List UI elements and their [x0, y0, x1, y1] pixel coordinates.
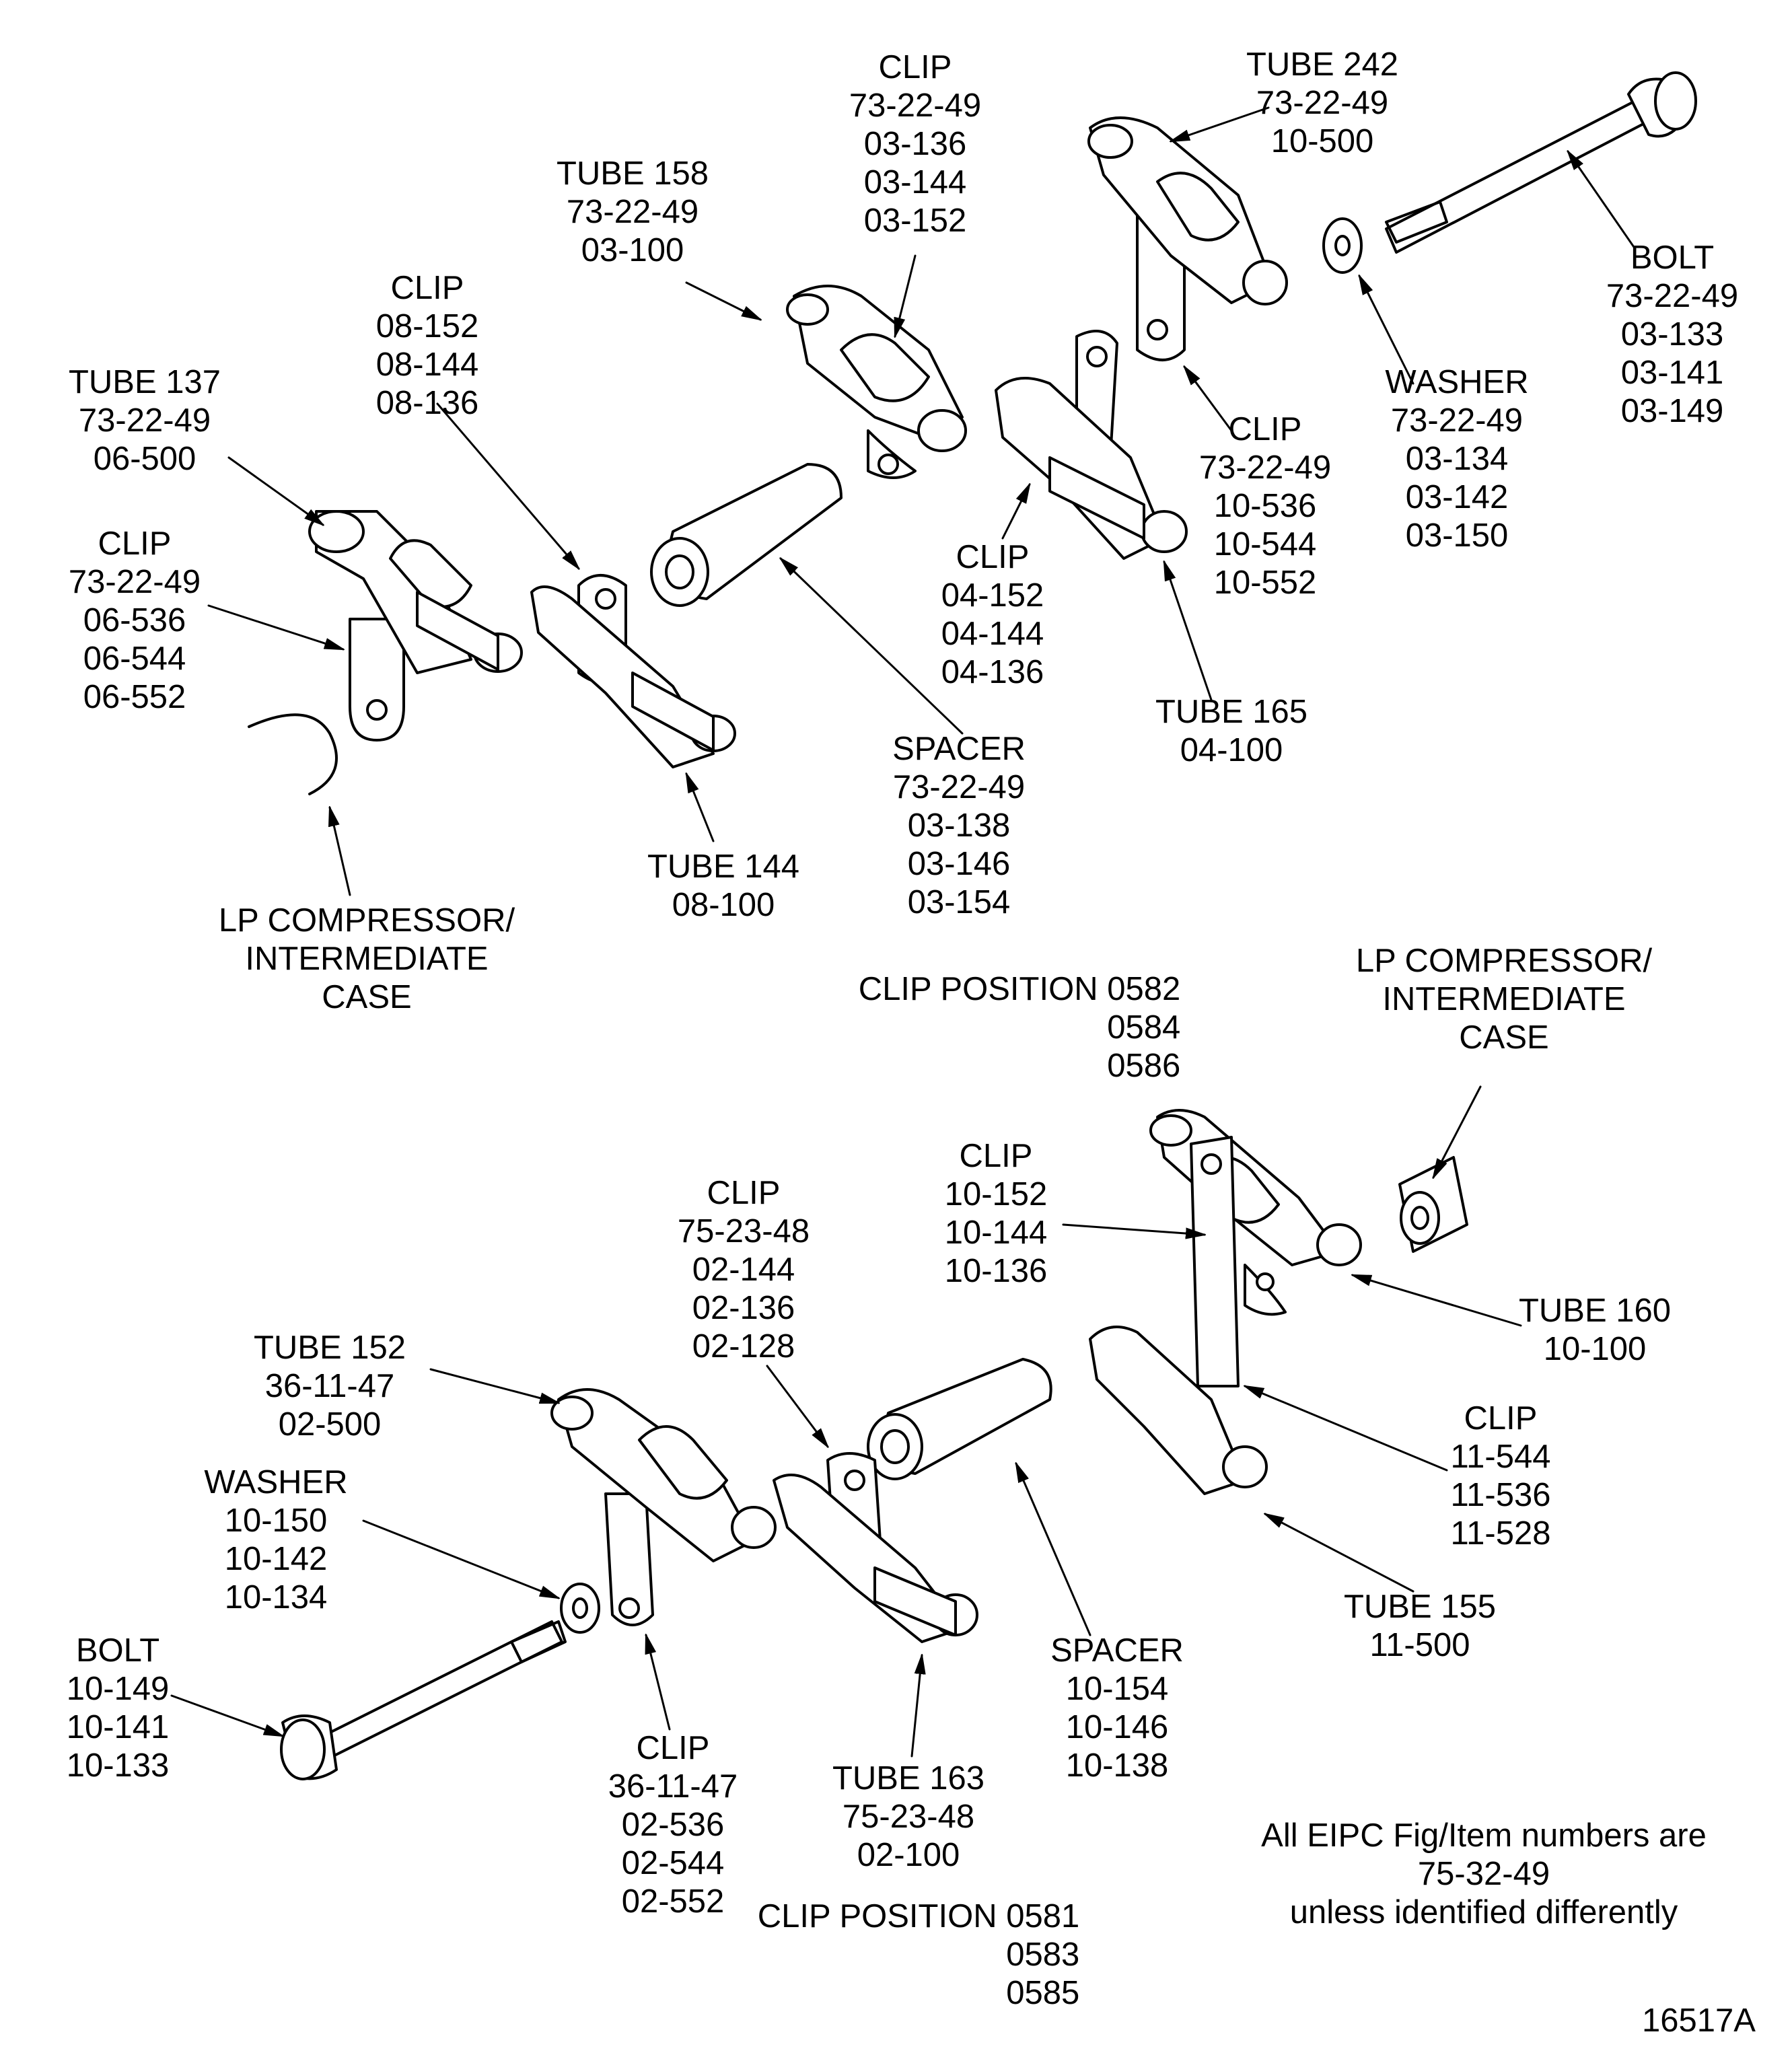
tube-242-clip-10-536-assembly [1087, 116, 1288, 361]
tube-165-clip-04-assembly [995, 330, 1188, 560]
spacer-bottom [867, 1358, 1052, 1480]
tube-152-clip-36-11-47-assembly [550, 1388, 777, 1626]
spacer-top [650, 463, 843, 607]
tube-155-clip-11-assembly [1089, 1136, 1268, 1495]
washer-top [1322, 217, 1363, 274]
figure-number: 16517A [1642, 2002, 1756, 2039]
tube-137-clip-06-assembly [308, 510, 523, 742]
lp-case-outline-top [248, 713, 338, 795]
tube-160-clip-10-152-assembly [1149, 1109, 1362, 1316]
washer-bottom [560, 1583, 600, 1634]
tube-144-clip-08-assembly [530, 574, 736, 768]
bolt-top [1385, 71, 1697, 254]
tube-158-clip-top-assembly [786, 285, 967, 479]
lp-case-block-bottom [1398, 1156, 1468, 1253]
bolt-bottom [280, 1620, 567, 1780]
tube-163-clip-75-23-48-assembly [773, 1452, 978, 1643]
